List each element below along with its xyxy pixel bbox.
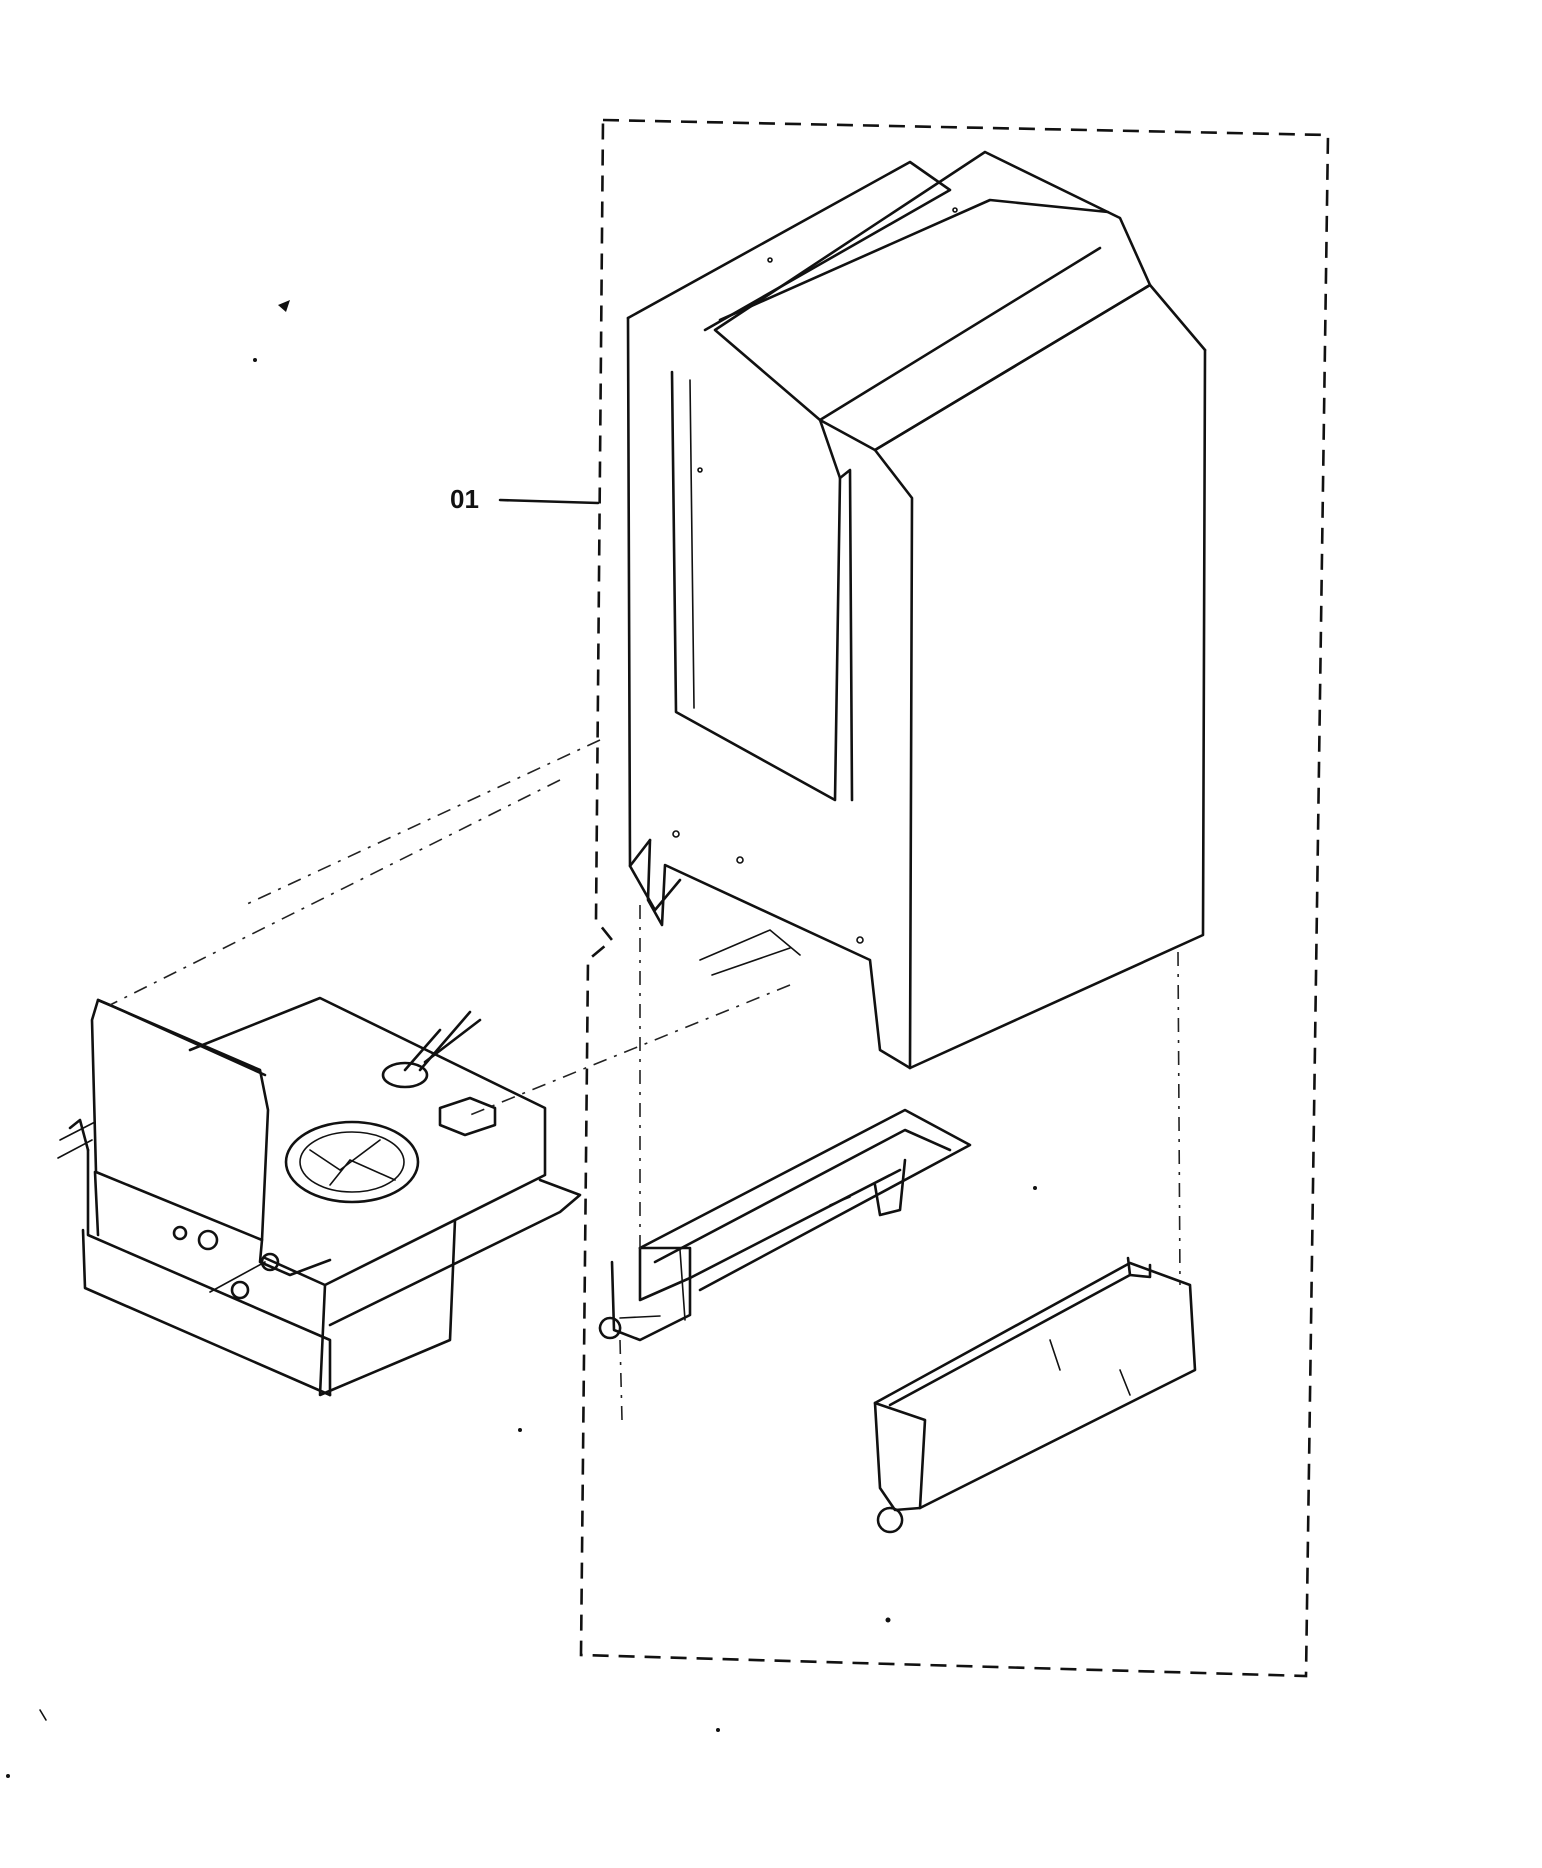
- scan-specks: [6, 300, 1037, 1778]
- ice-maker-fan-module: [57, 996, 582, 1397]
- drip-tray: [598, 1108, 972, 1342]
- callout-01-leader-line: [498, 498, 600, 505]
- callout-01[interactable]: 01: [450, 484, 600, 514]
- drain-pan: [873, 1256, 1197, 1534]
- assembly-guide-lines: [109, 739, 1181, 1421]
- callout-01-label: 01: [450, 484, 479, 514]
- assembly-01-boundary: [579, 118, 1330, 1678]
- cabinet-housing: [626, 150, 1207, 1070]
